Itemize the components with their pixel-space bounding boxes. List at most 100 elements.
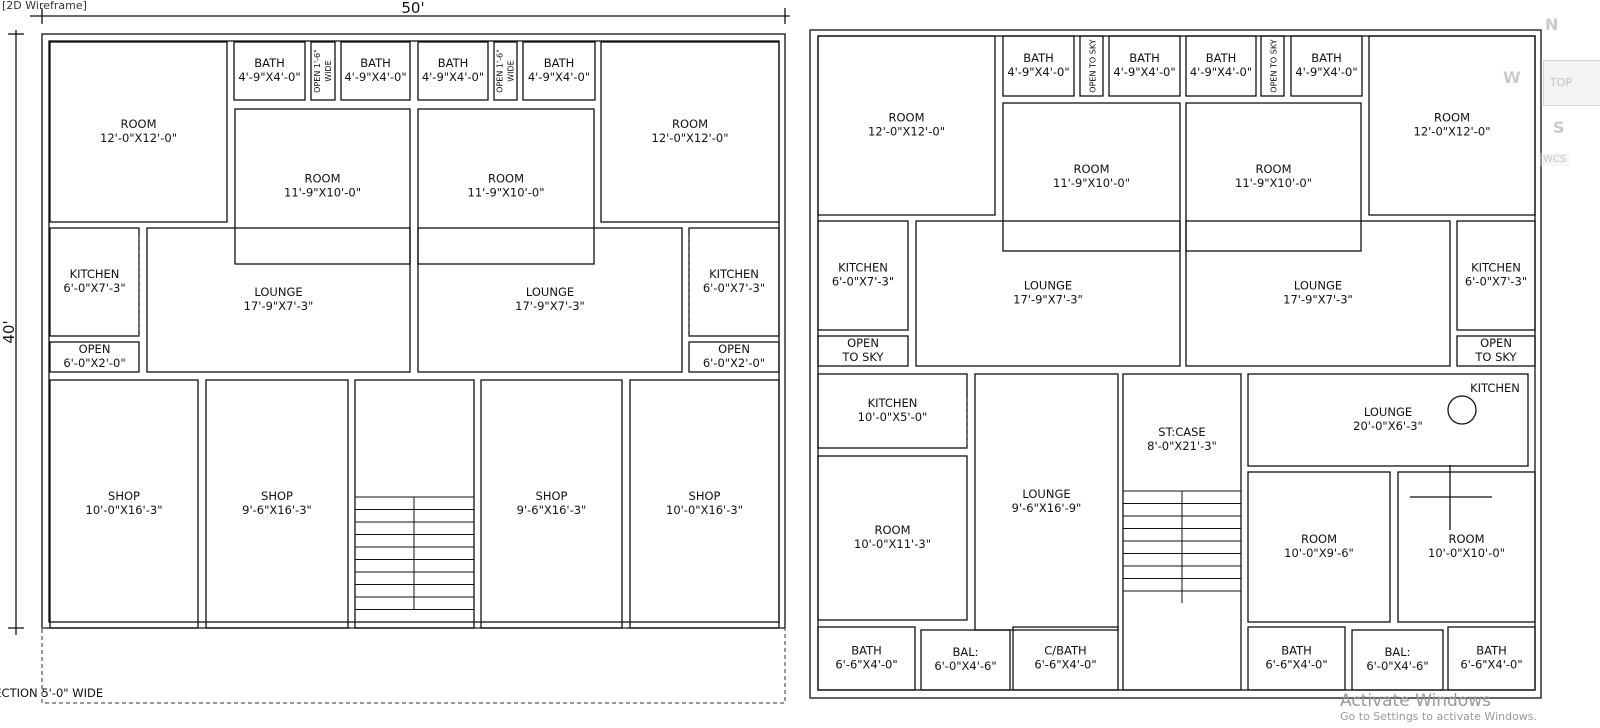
room-size: 4'-9"X4'-0" — [1190, 65, 1252, 79]
room-outline — [146, 227, 411, 373]
room-name: ROOM — [488, 172, 524, 186]
room-size: 6'-6"X4'-0" — [835, 658, 897, 672]
room-size: 9'-6"X16'-3" — [242, 503, 312, 517]
room-name: BATH — [1206, 51, 1237, 65]
projection-outline — [41, 627, 786, 704]
room-name: LOUNGE — [1024, 279, 1072, 293]
room-size: 17'-9"X7'-3" — [1013, 293, 1083, 307]
room-outline — [920, 629, 1011, 691]
room-size: 9'-6"X16'-3" — [517, 503, 587, 517]
room-size: 10'-0"X11'-3" — [854, 537, 931, 551]
viewcube-north[interactable]: N — [1545, 15, 1559, 34]
room-name: ROOM — [874, 523, 910, 537]
room-size: 6'-0"X4'-6" — [1366, 659, 1428, 673]
watermark-title: Activate Windows — [1340, 691, 1491, 711]
room-size: 8'-0"X21'-3" — [1147, 439, 1217, 453]
room-name: SHOP — [261, 489, 293, 503]
room-size: 4'-9"X4'-0" — [1007, 65, 1069, 79]
open-shaft-label: OPEN 1'-6" — [496, 49, 505, 93]
viewcube-west[interactable]: W — [1503, 68, 1521, 87]
room-name: KITCHEN — [1470, 381, 1520, 395]
room-outline — [817, 373, 968, 449]
sink-icon — [1447, 395, 1477, 425]
room-outline — [600, 41, 780, 223]
room-name: BATH — [1311, 51, 1342, 65]
room-size: 12'-0"X12'-0" — [1414, 125, 1491, 139]
room-size: 6'-6"X4'-0" — [1265, 658, 1327, 672]
viewcube-top-face[interactable]: TOP — [1543, 60, 1600, 106]
room-outline — [233, 41, 306, 101]
room-outline — [974, 373, 1119, 631]
viewcube-south[interactable]: S — [1553, 118, 1565, 137]
open-shaft-width: WIDE — [507, 60, 516, 81]
room-name: OPEN — [79, 342, 111, 356]
room-outline — [1185, 220, 1451, 367]
room-outline — [1002, 35, 1075, 97]
room-outline — [1185, 35, 1257, 97]
room-name: KITCHEN — [1471, 261, 1521, 275]
room-size: 6'-6"X4'-0" — [1034, 658, 1096, 672]
room-size: 6'-0"X7'-3" — [63, 281, 125, 295]
room-name: ROOM — [888, 111, 924, 125]
room-name: ROOM — [1073, 162, 1109, 176]
room-name: ROOM — [304, 172, 340, 186]
room-size: TO SKY — [841, 350, 884, 364]
room-size: 4'-9"X4'-0" — [1295, 65, 1357, 79]
room-outline — [1456, 220, 1536, 331]
room-name: KITCHEN — [838, 261, 888, 275]
room-name: BATH — [851, 644, 882, 658]
room-name: ROOM — [120, 117, 156, 131]
room-name: ROOM — [1434, 111, 1470, 125]
room-size: 10'-0"X10'-0" — [1428, 546, 1505, 560]
room-outline — [417, 227, 683, 373]
room-size: 17'-9"X7'-3" — [244, 299, 314, 313]
open-shaft-label: OPEN 1'-6" — [313, 49, 322, 93]
room-name: ROOM — [1448, 532, 1484, 546]
staircase-outline — [354, 379, 475, 629]
room-size: 11'-9"X10'-0" — [284, 186, 361, 200]
room-outline — [1012, 626, 1119, 691]
room-size: 6'-0"X2'-0" — [703, 356, 765, 370]
room-size: 11'-9"X10'-0" — [1235, 176, 1312, 190]
room-outline — [1122, 373, 1242, 691]
depth-dimension: 40' — [0, 320, 18, 343]
room-outline — [1260, 35, 1285, 97]
room-size: 4'-9"X4'-0" — [528, 70, 590, 84]
room-size: 17'-9"X7'-3" — [515, 299, 585, 313]
room-outline — [205, 379, 349, 629]
viewcube[interactable]: N W S TOP WCS — [1495, 15, 1600, 175]
room-outline — [234, 108, 411, 265]
room-name: C/BATH — [1044, 644, 1086, 658]
room-name: ROOM — [1255, 162, 1291, 176]
activate-windows-watermark: Activate Windows Go to Settings to activ… — [1340, 691, 1537, 722]
room-outline — [480, 379, 623, 629]
room-outline — [417, 41, 489, 101]
viewport-style-label[interactable]: [2D Wireframe] — [2, 0, 87, 12]
room-outline — [817, 455, 968, 621]
width-dimension: 50' — [401, 0, 424, 17]
room-outline — [49, 341, 140, 373]
room-outline — [493, 41, 518, 101]
room-outline — [1447, 626, 1536, 691]
room-name: BATH — [254, 56, 285, 70]
room-outline — [1108, 35, 1181, 97]
room-name: BATH — [438, 56, 469, 70]
room-outline — [49, 41, 228, 223]
room-size: 9'-6"X16'-9" — [1012, 501, 1082, 515]
room-size: 17'-9"X7'-3" — [1283, 293, 1353, 307]
room-outline — [340, 41, 411, 101]
room-name: BAL: — [952, 645, 978, 659]
room-outline — [1456, 335, 1536, 367]
room-name: BATH — [544, 56, 575, 70]
room-name: ROOM — [1301, 532, 1337, 546]
outer-wall — [809, 29, 1542, 699]
room-name: LOUNGE — [1022, 487, 1070, 501]
room-name: LOUNGE — [526, 285, 574, 299]
wcs-menu[interactable]: WCS — [1540, 153, 1570, 166]
room-name: ROOM — [672, 117, 708, 131]
room-size: 12'-0"X12'-0" — [100, 131, 177, 145]
room-name: BATH — [1023, 51, 1054, 65]
room-name: SHOP — [108, 489, 140, 503]
room-name: SHOP — [536, 489, 568, 503]
